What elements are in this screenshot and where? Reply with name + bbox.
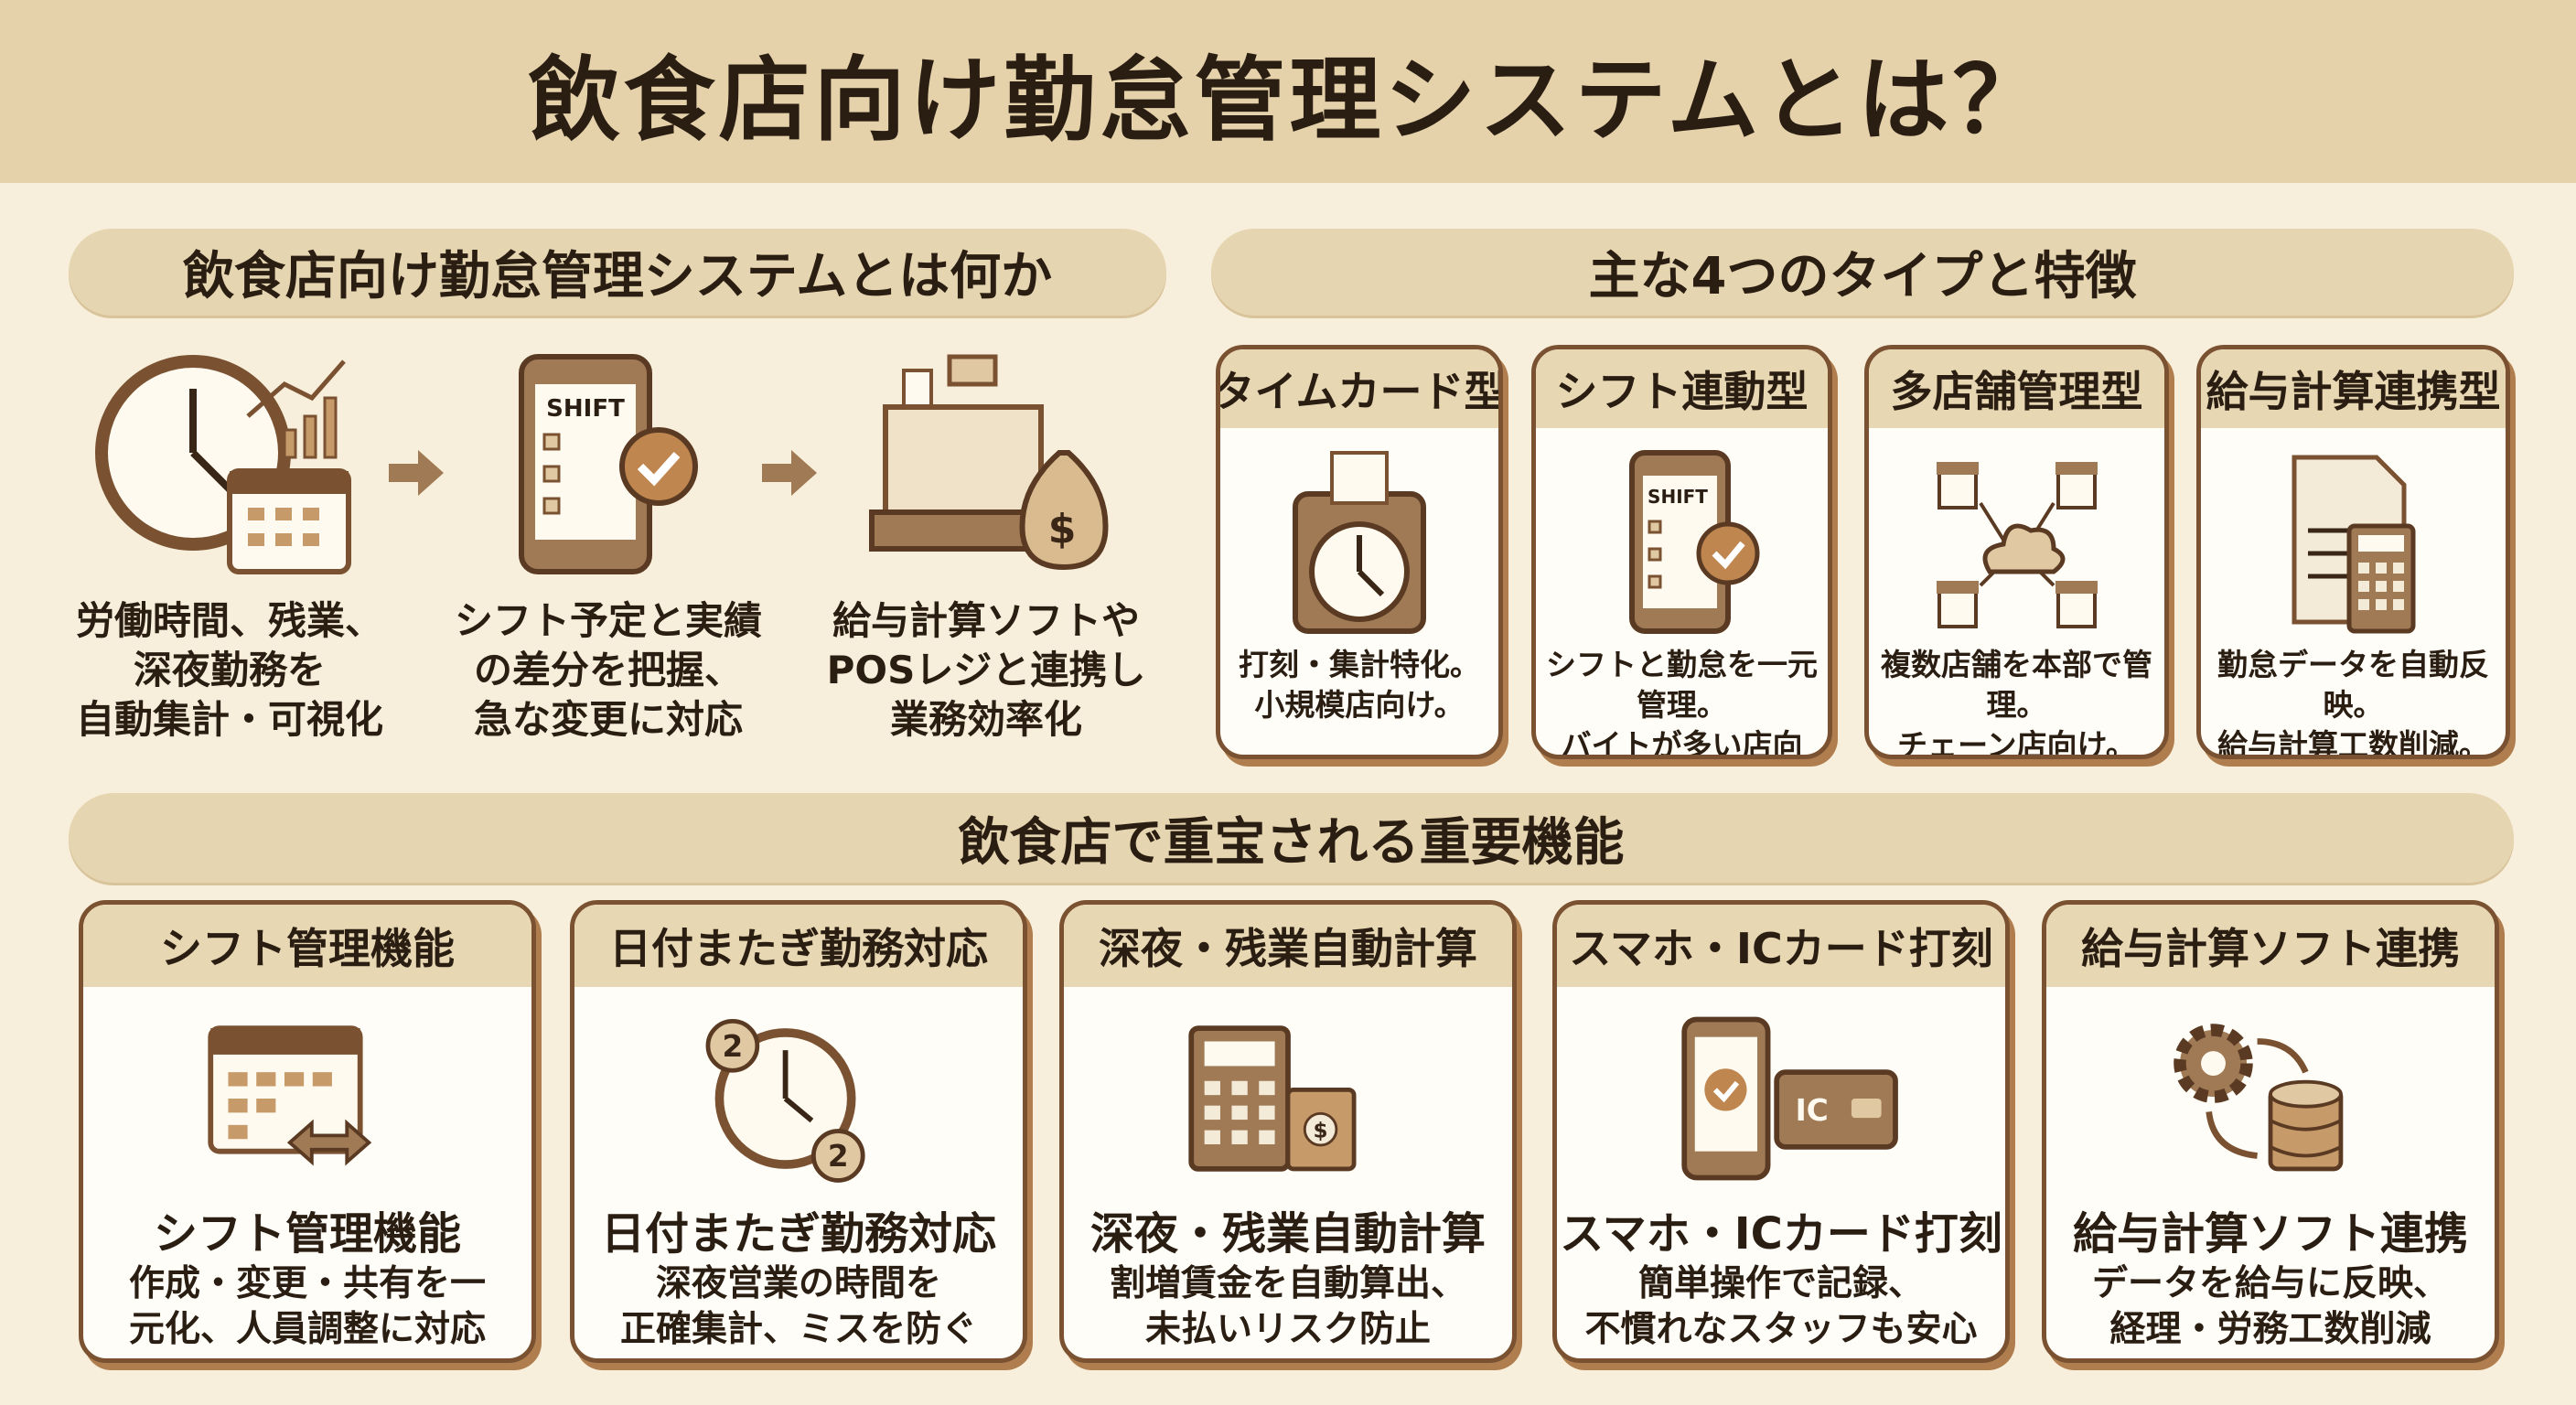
- feature-card-title: 給与計算ソフト連携: [2046, 905, 2495, 987]
- section-header-types: 主な4つのタイプと特徴: [1211, 229, 2514, 316]
- type-card-desc: バイトが多い店向け。: [1561, 727, 1803, 759]
- flow-text-line: の差分を把握、: [473, 648, 743, 692]
- phone-ic-card-icon: IC: [1681, 1016, 1898, 1181]
- feature-card-calculator-cash: 深夜・残業自動計算 $ 深夜・残業自動計算 割増賃金を自動算出、未払いリスク防止: [1059, 900, 1517, 1363]
- title-band: 飲食店向け勤怠管理システムとは？: [0, 0, 2576, 183]
- feature-card-title: スマホ・ICカード打刻: [1557, 905, 2005, 987]
- screen-label: SHIFT: [546, 395, 625, 423]
- type-card-desc: チェーン店向け。: [1897, 727, 2136, 759]
- svg-text:SHIFT: SHIFT: [1648, 486, 1708, 508]
- cloud-stores-icon: [1936, 462, 2098, 628]
- clock-calendar-chart-icon: [95, 355, 351, 574]
- smartphone-shift-check-icon: SHIFT: [519, 354, 698, 574]
- feature-card-title: 日付またぎ勤務対応: [574, 905, 1023, 987]
- type-card-time-clock: タイムカード型 打刻・集計特化。小規模店向け。: [1216, 345, 1503, 759]
- feature-card-desc: データを給与に反映、: [2091, 1263, 2449, 1304]
- feature-card-subtitle: 深夜・残業自動計算: [1089, 1208, 1486, 1260]
- type-card-title: タイムカード型: [1220, 349, 1498, 428]
- page-title: 飲食店向け勤怠管理システムとは？: [528, 46, 2048, 154]
- type-card-desc: 小規模店向け。: [1254, 687, 1465, 723]
- type-card-desc: 勤怠データを自動反映。: [2217, 647, 2489, 723]
- feature-card-desc: 簡単操作で記録、: [1637, 1263, 1924, 1304]
- type-card-cloud-stores: 多店舗管理型 複数店舗を本部で管理。チェーン店向け。: [1864, 345, 2169, 759]
- type-card-desc: 複数店舗を本部で管理。: [1881, 647, 2152, 723]
- smartphone-shift-icon: SHIFT: [1628, 450, 1759, 634]
- time-clock-icon: [1293, 451, 1426, 634]
- flow-text-line: 自動集計・可視化: [75, 697, 383, 742]
- flow-item-shift-diff: SHIFT シフト予定と実績の差分を把握、急な変更に対応: [416, 352, 800, 745]
- calendar-arrows-icon: [208, 1025, 372, 1166]
- feature-card-desc: 未払いリスク防止: [1144, 1309, 1431, 1350]
- feature-card-desc: 深夜営業の時間を: [655, 1263, 941, 1304]
- type-card-title: 給与計算連携型: [2201, 349, 2506, 428]
- feature-card-desc: 割増賃金を自動算出、: [1109, 1263, 1466, 1304]
- feature-card-desc: 元化、人員調整に対応: [128, 1309, 486, 1350]
- type-card-smartphone-shift: シフト連動型 SHIFT シフトと勤怠を一元管理。バイトが多い店向け。: [1531, 345, 1832, 759]
- arrow-right-icon: [389, 450, 444, 496]
- feature-card-desc: 不慣れなスタッフも安心: [1584, 1309, 1978, 1350]
- feature-card-gear-database-sync: 給与計算ソフト連携 給与計算ソフト連携 データを給与に反映、経理・労務工数削減: [2042, 900, 2499, 1363]
- arrow-right-icon: [762, 450, 817, 496]
- flow-text-line: 急な変更に対応: [473, 697, 743, 742]
- feature-card-subtitle: 給与計算ソフト連携: [2072, 1208, 2468, 1260]
- svg-text:2: 2: [723, 1029, 744, 1064]
- type-card-desc: 給与計算工数削減。: [2217, 727, 2489, 759]
- type-card-document-calculator: 給与計算連携型 勤怠データを自動反映。給与計算工数削減。: [2196, 345, 2510, 759]
- svg-text:IC: IC: [1796, 1093, 1829, 1128]
- feature-card-desc: 作成・変更・共有を一: [128, 1263, 486, 1304]
- svg-text:2: 2: [828, 1139, 849, 1174]
- flow-text-line: 業務効率化: [889, 697, 1082, 742]
- section-header-features: 飲食店で重宝される重要機能: [69, 793, 2514, 883]
- flow-text-line: POSレジと連携し: [826, 648, 1146, 692]
- type-card-title: 多店舗管理型: [1869, 349, 2164, 428]
- feature-card-phone-ic-card: スマホ・ICカード打刻 IC スマホ・ICカード打刻 簡単操作で記録、不慣れなス…: [1552, 900, 2010, 1363]
- feature-card-subtitle: 日付またぎ勤務対応: [600, 1208, 996, 1260]
- flow-text-line: 給与計算ソフトや: [832, 598, 1140, 643]
- svg-text:$: $: [1048, 506, 1077, 552]
- clock-two-days-icon: 22: [705, 1018, 865, 1183]
- feature-card-desc: 正確集計、ミスを防ぐ: [619, 1309, 977, 1350]
- cash-register-money-bag-icon: $: [869, 354, 1109, 571]
- feature-card-desc: 経理・労務工数削減: [2109, 1309, 2431, 1350]
- flow-text-line: シフト予定と実績: [454, 598, 762, 643]
- flow-item-aggregation: 労働時間、残業、深夜勤務を自動集計・可視化: [38, 352, 422, 745]
- feature-card-title: 深夜・残業自動計算: [1064, 905, 1512, 987]
- section-header-what: 飲食店向け勤怠管理システムとは何か: [69, 229, 1166, 316]
- feature-card-subtitle: スマホ・ICカード打刻: [1560, 1208, 2002, 1260]
- type-card-desc: シフトと勤怠を一元管理。: [1546, 647, 1818, 723]
- gear-database-sync-icon: [2174, 1024, 2344, 1172]
- flow-text-line: 労働時間、残業、: [75, 598, 383, 643]
- feature-card-title: シフト管理機能: [83, 905, 531, 987]
- calculator-cash-icon: $: [1188, 1025, 1357, 1172]
- svg-text:$: $: [1314, 1119, 1328, 1142]
- feature-card-calendar-arrows: シフト管理機能 シフト管理機能 作成・変更・共有を一元化、人員調整に対応: [79, 900, 536, 1363]
- feature-card-subtitle: シフト管理機能: [153, 1208, 461, 1260]
- flow-text-line: 深夜勤務を: [133, 648, 326, 692]
- flow-item-integration: $ 給与計算ソフトや POSレジと連携し業務効率化: [794, 352, 1178, 745]
- document-calculator-icon: [2292, 455, 2415, 634]
- type-card-title: シフト連動型: [1536, 349, 1828, 428]
- type-card-desc: 打刻・集計特化。: [1239, 647, 1480, 682]
